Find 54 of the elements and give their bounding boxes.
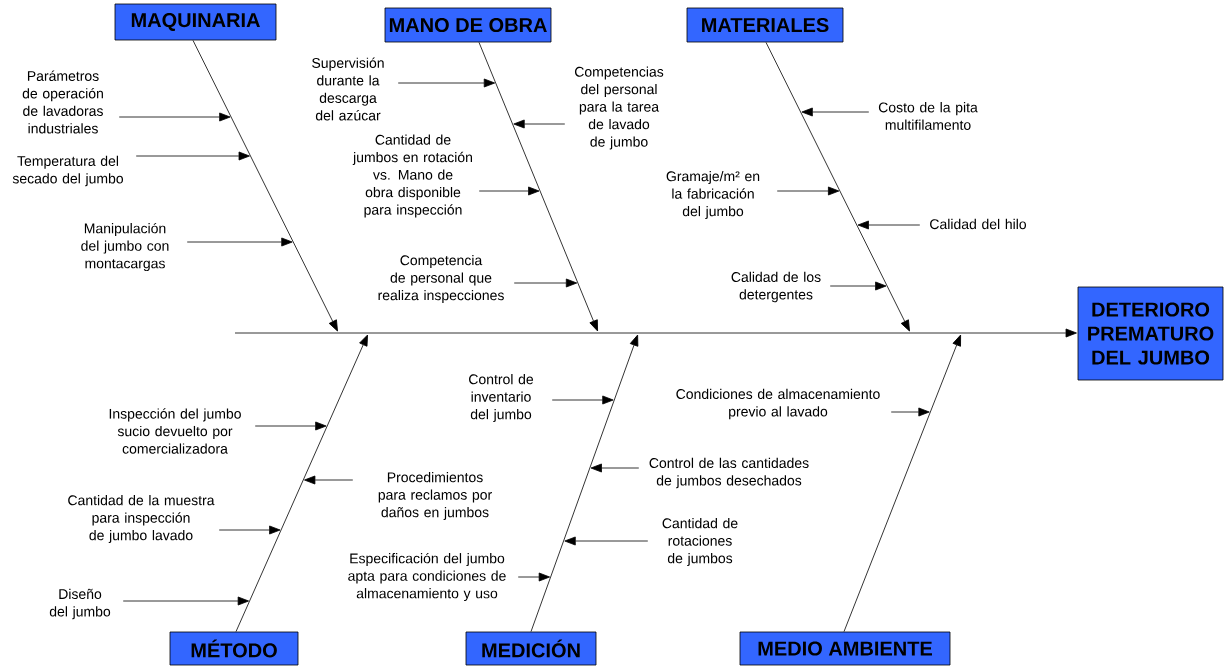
- cause-text: Calidad de los detergentes: [731, 271, 821, 303]
- cause-text: Condiciones de almacenamiento previo al lavado: [676, 388, 880, 420]
- cause-text: Cantidad de la muestra para inspección de jumbo lavado: [68, 495, 215, 544]
- cause-text: Procedimientos para reclamos por daños en jumbos: [378, 472, 492, 521]
- arrow: [218, 525, 281, 535]
- cause-text: Control de las cantidades de jumbos desechados: [649, 457, 809, 489]
- arrow: [890, 407, 930, 417]
- cause-text: Cantidad de jumbos en rotación vs. Mano de obra disponible para inspección: [352, 134, 472, 218]
- cause-text: Temperatura del secado del jumbo: [12, 155, 124, 187]
- arrow: [397, 78, 496, 88]
- arrow: [590, 463, 640, 473]
- cause-text: Manipulación del jumbo con montacargas: [81, 222, 169, 272]
- bone-arrow: [765, 42, 910, 332]
- arrow: [254, 421, 327, 431]
- cause-text: Supervisión durante la descarga del azúcar: [312, 57, 384, 121]
- arrow: [564, 536, 649, 546]
- arrow: [513, 278, 578, 288]
- arrow: [135, 151, 250, 161]
- category-box: MANO DE OBRA: [384, 7, 552, 43]
- cause-text: Control de inventario del jumbo: [469, 374, 534, 423]
- bone-arrow: [530, 334, 639, 632]
- bone-arrow: [478, 42, 598, 332]
- cause-text: Competencias del personal para la tarea de lavado de jumbo: [574, 66, 664, 150]
- cause-text: Diseño del jumbo: [49, 588, 111, 620]
- cause-text: Calidad del hilo: [930, 218, 1027, 230]
- arrow: [517, 572, 550, 582]
- category-box: MÉTODO: [169, 631, 299, 666]
- cause-text: Costo de la pita multifilamento: [878, 102, 978, 130]
- arrow: [122, 596, 249, 606]
- arrow: [776, 186, 840, 196]
- arrow: [186, 237, 293, 247]
- arrow: [801, 107, 870, 117]
- cause-text: Gramaje/m² en la fabricación del jumbo: [666, 171, 760, 219]
- arrow: [857, 220, 921, 230]
- bone-arrow: [235, 334, 368, 632]
- effect-box: DETERIORO PREMATURO DEL JUMBO: [1077, 286, 1224, 381]
- category-box: MAQUINARIA: [114, 3, 277, 41]
- arrow: [551, 395, 614, 405]
- category-box: MEDIO AMBIENTE: [739, 631, 951, 666]
- arrow: [304, 475, 354, 485]
- arrow: [829, 281, 887, 291]
- bone-arrow: [192, 40, 338, 332]
- category-box: MATERIALES: [686, 7, 844, 43]
- cause-text: Cantidad de rotaciones de jumbos: [662, 518, 738, 567]
- cause-text: Inspección del jumbo sucio devuelto por comercializadora: [109, 408, 241, 454]
- category-box: MEDICIÓN: [465, 631, 597, 666]
- bone-arrow: [843, 334, 961, 632]
- cause-text: Parámetros de operación de lavadoras industriales: [22, 70, 103, 134]
- arrow: [478, 186, 540, 196]
- cause-text: Especificación del jumbo apta para condiciones de almacenamiento y uso: [348, 552, 506, 602]
- arrow: [118, 112, 231, 122]
- arrow: [513, 119, 566, 129]
- spine-arrow: [234, 328, 1077, 338]
- cause-text: Competencia de personal que realiza inspecciones: [378, 255, 504, 304]
